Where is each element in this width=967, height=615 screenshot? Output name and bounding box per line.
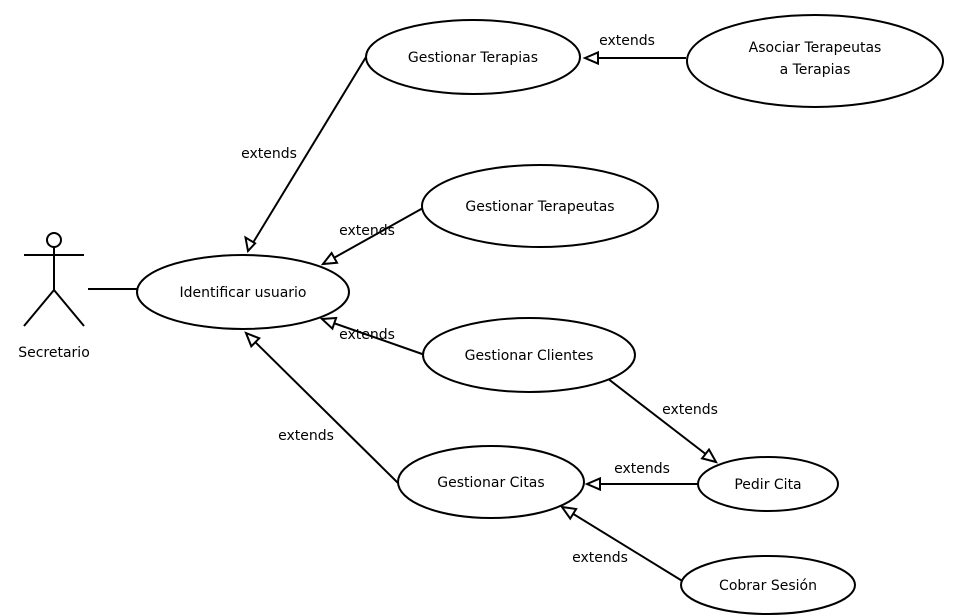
use-case-label: Pedir Cita — [734, 477, 801, 493]
use-case-label-line-1: Asociar Terapeutas — [749, 40, 882, 56]
extends-label-clientes-identificar: extends — [339, 327, 395, 343]
use-case-pedir-cita[interactable]: Pedir Cita — [697, 456, 839, 512]
use-case-asociar-terapeutas[interactable]: Asociar Terapeutas a Terapias — [686, 14, 944, 108]
arrowhead-identificar-clientes — [319, 316, 338, 331]
arrowhead-identificar-top — [244, 235, 257, 254]
use-case-gestionar-terapeutas[interactable]: Gestionar Terapeutas — [421, 164, 659, 248]
actor-label: Secretario — [18, 345, 90, 361]
actor-left-leg — [23, 289, 55, 327]
ellipse — [365, 19, 581, 95]
use-case-label: Gestionar Clientes — [465, 348, 594, 364]
arrowhead-pedir — [700, 447, 719, 464]
use-case-label: Gestionar Citas — [437, 475, 544, 491]
extends-label-pedir-citas: extends — [614, 461, 670, 477]
ellipse — [686, 14, 944, 108]
edge-terapias-identificar — [247, 56, 367, 252]
ellipse — [136, 254, 350, 330]
extends-label-terapeutas-identificar: extends — [339, 223, 395, 239]
extends-label-asociar-terapias: extends — [599, 33, 655, 49]
ellipse — [422, 317, 636, 393]
use-case-label-line-2: a Terapias — [780, 62, 851, 78]
ellipse — [680, 555, 856, 615]
extends-label-cobrar-citas: extends — [572, 550, 628, 566]
use-case-cobrar-sesion[interactable]: Cobrar Sesión — [680, 555, 856, 615]
extends-label-citas-identificar: extends — [278, 428, 334, 444]
edge-clientes-identificar — [321, 318, 426, 356]
ellipse — [397, 445, 585, 519]
extends-label-terapias-identificar: extends — [241, 146, 297, 162]
use-case-label: Cobrar Sesión — [719, 578, 817, 594]
arrowhead-citas-cobrar — [559, 505, 578, 521]
arrowhead-identificar-terapeutas — [320, 251, 339, 266]
actor-secretario[interactable]: Secretario — [18, 232, 90, 361]
edge-clientes-pedir — [606, 377, 717, 463]
ellipse — [421, 164, 659, 248]
use-case-label: Identificar usuario — [179, 285, 306, 301]
use-case-label: Gestionar Terapeutas — [465, 199, 614, 215]
use-case-gestionar-citas[interactable]: Gestionar Citas — [397, 445, 585, 519]
use-case-label: Gestionar Terapias — [408, 50, 538, 66]
use-case-gestionar-clientes[interactable]: Gestionar Clientes — [422, 317, 636, 393]
edge-citas-identificar — [245, 332, 399, 484]
actor-head — [46, 232, 62, 248]
arrowhead-terapias — [582, 50, 599, 66]
extends-label-clientes-pedir: extends — [662, 402, 718, 418]
use-case-identificar-usuario[interactable]: Identificar usuario — [136, 254, 350, 330]
edge-terapeutas-identificar — [322, 207, 424, 265]
arrowhead-citas-pedir — [584, 476, 601, 492]
arrowhead-identificar-citas — [244, 331, 261, 349]
actor-right-leg — [53, 289, 85, 327]
ellipse — [697, 456, 839, 512]
edge-cobrar-citas — [561, 506, 685, 583]
use-case-gestionar-terapias[interactable]: Gestionar Terapias — [365, 19, 581, 95]
